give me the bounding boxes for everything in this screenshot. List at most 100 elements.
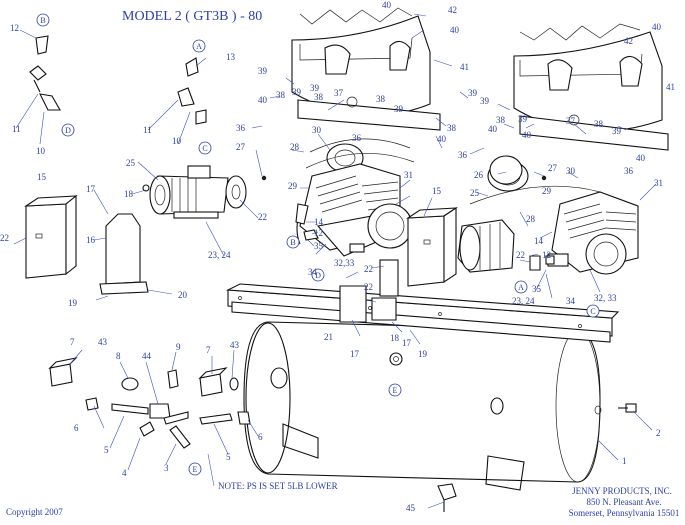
marker-c: C	[202, 144, 207, 153]
callout: 19	[68, 298, 78, 308]
bracket-left	[99, 213, 149, 295]
callout: 42	[624, 36, 633, 46]
callout: 22	[364, 282, 373, 292]
marker-d: D	[65, 126, 71, 135]
belt-guard-left	[291, 7, 441, 131]
callout: 39	[518, 114, 528, 124]
callout: 18	[124, 189, 134, 199]
callout: 43	[230, 340, 240, 350]
callout: 13	[226, 52, 236, 62]
callout: 40	[437, 134, 447, 144]
callout: 30	[312, 125, 322, 135]
callout: 38	[496, 115, 506, 125]
callout: 41	[666, 82, 675, 92]
callout: 11	[143, 125, 152, 135]
callout: 40	[652, 22, 662, 32]
callout: 2	[656, 428, 661, 438]
callout: 19	[418, 349, 428, 359]
company-city: Somerset, Pennsylvania 15501	[569, 508, 680, 518]
callout: 38	[594, 119, 604, 129]
callout: 38	[376, 94, 386, 104]
callout: 14	[534, 236, 544, 246]
marker-a: A	[518, 283, 524, 292]
callout: 36	[458, 150, 468, 160]
motor-center	[457, 155, 523, 273]
callout: 28	[526, 214, 536, 224]
callout: 22	[0, 233, 9, 243]
pressure-switch-note: NOTE: PS IS SET 5LB LOWER	[218, 481, 338, 491]
callout: 39	[258, 66, 268, 76]
leader-lines	[13, 13, 657, 509]
callout: 39	[612, 126, 622, 136]
pump-left	[296, 138, 415, 257]
marker-d: D	[315, 271, 321, 280]
callout: 37	[566, 116, 576, 126]
callout: 38	[314, 92, 324, 102]
control-box-left	[24, 194, 78, 279]
bracket-center	[339, 259, 399, 323]
callout: 40	[636, 153, 646, 163]
company-address: 850 N. Pleasant Ave.	[586, 497, 661, 507]
belt-guard-right	[513, 23, 669, 151]
callout: 15	[432, 186, 442, 196]
callout: 17	[86, 184, 96, 194]
callout: 22	[516, 250, 525, 260]
callout: 35	[532, 284, 542, 294]
callout: 40	[488, 124, 498, 134]
callout: 18	[390, 333, 400, 343]
callout: 39	[468, 88, 478, 98]
callout: 6	[74, 423, 79, 433]
callout: 14	[314, 217, 324, 227]
base-rails	[225, 283, 620, 343]
callout: 11	[12, 124, 21, 134]
callout: 43	[98, 337, 108, 347]
callout: 9	[176, 342, 181, 352]
marker-b: B	[290, 238, 295, 247]
callout: 41	[460, 62, 469, 72]
callout: 7	[70, 337, 75, 347]
callout: 44	[142, 351, 152, 361]
callout: 31	[404, 170, 413, 180]
callout: 37	[334, 88, 344, 98]
callout: 21	[324, 332, 333, 342]
callout: 35	[314, 241, 324, 251]
callout: 23, 24	[512, 296, 535, 306]
callout: 10	[36, 146, 46, 156]
company-name: JENNY PRODUCTS, INC.	[572, 486, 672, 496]
callout: 12	[542, 250, 551, 260]
callout: 38	[276, 90, 286, 100]
marker-e: E	[193, 465, 198, 474]
callout: 25	[470, 188, 480, 198]
callout: 36	[624, 166, 634, 176]
callout: 29	[288, 181, 298, 191]
callout: 22	[258, 212, 267, 222]
marker-b: B	[40, 16, 45, 25]
callout: 22	[364, 264, 373, 274]
callout: 30	[566, 166, 576, 176]
fittings	[29, 35, 637, 512]
callout: 36	[352, 133, 362, 143]
callout: 6	[258, 432, 263, 442]
callout: 32, 33	[594, 293, 617, 303]
callout: 39	[394, 104, 404, 114]
part-callouts: 12 11 10 13 11 10 15 17 18 16 22 25 27 2…	[0, 0, 675, 513]
callout: 34	[566, 296, 576, 306]
marker-e: E	[393, 386, 398, 395]
control-box-center	[406, 206, 458, 287]
callout: 36	[236, 123, 246, 133]
callout: 40	[382, 0, 392, 10]
callout: 1	[622, 456, 627, 466]
marker-c: C	[590, 307, 595, 316]
callout: 4	[122, 468, 127, 478]
callout: 38	[447, 123, 457, 133]
callout: 7	[206, 345, 211, 355]
callout: 39	[480, 96, 490, 106]
detail-markers: B D A C B D E A C E	[36, 13, 600, 476]
callout: 10	[172, 136, 182, 146]
callout: 29	[542, 186, 552, 196]
callout: 8	[116, 351, 121, 361]
callout: 27	[236, 142, 246, 152]
callout: 17	[402, 338, 412, 348]
manifold-parts	[48, 357, 251, 449]
